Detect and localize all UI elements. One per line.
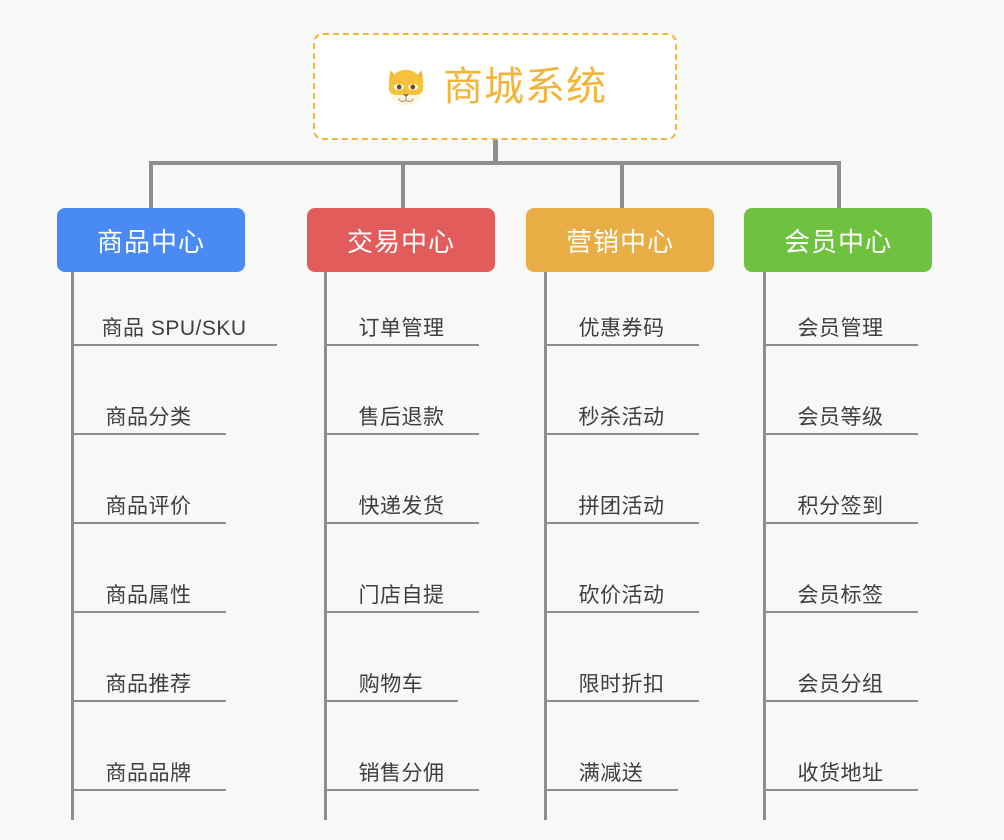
leaf-item-4-1[interactable]: 会员管理 bbox=[763, 300, 918, 346]
leaf-item-1-6[interactable]: 商品品牌 bbox=[71, 745, 226, 791]
leaf-item-3-1[interactable]: 优惠券码 bbox=[544, 300, 699, 346]
leaf-item-1-1[interactable]: 商品 SPU/SKU bbox=[71, 300, 277, 346]
root-title: 商城系统 bbox=[443, 64, 607, 109]
branch-header-3[interactable]: 营销中心 bbox=[526, 208, 714, 272]
leaf-item-3-2[interactable]: 秒杀活动 bbox=[544, 389, 699, 435]
leaf-item-3-6[interactable]: 满减送 bbox=[544, 745, 678, 791]
connector-drop-3 bbox=[620, 161, 624, 209]
leaf-item-4-6[interactable]: 收货地址 bbox=[763, 745, 918, 791]
leaf-label: 拼团活动 bbox=[578, 494, 665, 518]
branch-header-1[interactable]: 商品中心 bbox=[57, 208, 245, 272]
leaf-label: 门店自提 bbox=[358, 583, 445, 607]
branch-trunk-2 bbox=[324, 272, 327, 820]
leaf-label: 商品评价 bbox=[105, 494, 192, 518]
leaf-label: 限时折扣 bbox=[578, 672, 665, 696]
leaf-label: 积分签到 bbox=[797, 494, 884, 518]
leaf-label: 商品 SPU/SKU bbox=[101, 316, 247, 340]
leaf-item-3-5[interactable]: 限时折扣 bbox=[544, 656, 699, 702]
leaf-item-1-2[interactable]: 商品分类 bbox=[71, 389, 226, 435]
leaf-item-1-4[interactable]: 商品属性 bbox=[71, 567, 226, 613]
leaf-label: 销售分佣 bbox=[358, 761, 445, 785]
leaf-label: 会员等级 bbox=[797, 405, 884, 429]
leaf-item-4-4[interactable]: 会员标签 bbox=[763, 567, 918, 613]
leaf-item-1-3[interactable]: 商品评价 bbox=[71, 478, 226, 524]
leaf-item-2-4[interactable]: 门店自提 bbox=[324, 567, 479, 613]
leaf-label: 商品品牌 bbox=[105, 761, 192, 785]
leaf-item-2-3[interactable]: 快递发货 bbox=[324, 478, 479, 524]
leaf-label: 会员标签 bbox=[797, 583, 884, 607]
leaf-item-1-5[interactable]: 商品推荐 bbox=[71, 656, 226, 702]
branch-header-label-3: 营销中心 bbox=[565, 226, 674, 257]
leaf-item-4-5[interactable]: 会员分组 bbox=[763, 656, 918, 702]
leaf-label: 砍价活动 bbox=[578, 583, 665, 607]
leaf-label: 收货地址 bbox=[797, 761, 884, 785]
leaf-item-2-6[interactable]: 销售分佣 bbox=[324, 745, 479, 791]
branch-trunk-1 bbox=[71, 272, 74, 820]
connector-drop-4 bbox=[837, 161, 841, 209]
leaf-label: 售后退款 bbox=[358, 405, 445, 429]
branch-trunk-4 bbox=[763, 272, 766, 820]
leaf-item-2-5[interactable]: 购物车 bbox=[324, 656, 458, 702]
leaf-label: 快递发货 bbox=[358, 494, 445, 518]
leaf-label: 优惠券码 bbox=[578, 316, 665, 340]
connector-drop-2 bbox=[401, 161, 405, 209]
leaf-item-3-4[interactable]: 砍价活动 bbox=[544, 567, 699, 613]
leaf-item-3-3[interactable]: 拼团活动 bbox=[544, 478, 699, 524]
leaf-label: 商品推荐 bbox=[105, 672, 192, 696]
branch-header-label-1: 商品中心 bbox=[96, 226, 205, 257]
branch-header-label-4: 会员中心 bbox=[783, 226, 892, 257]
branch-header-2[interactable]: 交易中心 bbox=[307, 208, 495, 272]
leaf-label: 会员管理 bbox=[797, 316, 884, 340]
branch-trunk-3 bbox=[544, 272, 547, 820]
leaf-label: 满减送 bbox=[578, 761, 644, 785]
leaf-label: 商品属性 bbox=[105, 583, 192, 607]
connector-bus bbox=[150, 161, 840, 165]
leaf-label: 会员分组 bbox=[797, 672, 884, 696]
leaf-item-4-2[interactable]: 会员等级 bbox=[763, 389, 918, 435]
connector-drop-1 bbox=[149, 161, 153, 209]
shiba-dog-icon bbox=[388, 69, 424, 106]
leaf-label: 购物车 bbox=[358, 672, 424, 696]
branch-header-label-2: 交易中心 bbox=[346, 226, 455, 257]
root-node[interactable]: 商城系统 bbox=[313, 33, 677, 140]
leaf-label: 订单管理 bbox=[358, 316, 445, 340]
leaf-label: 秒杀活动 bbox=[578, 405, 665, 429]
leaf-item-4-3[interactable]: 积分签到 bbox=[763, 478, 918, 524]
branch-header-4[interactable]: 会员中心 bbox=[744, 208, 932, 272]
leaf-label: 商品分类 bbox=[105, 405, 192, 429]
leaf-item-2-1[interactable]: 订单管理 bbox=[324, 300, 479, 346]
connector-root-stem bbox=[493, 140, 498, 164]
leaf-item-2-2[interactable]: 售后退款 bbox=[324, 389, 479, 435]
